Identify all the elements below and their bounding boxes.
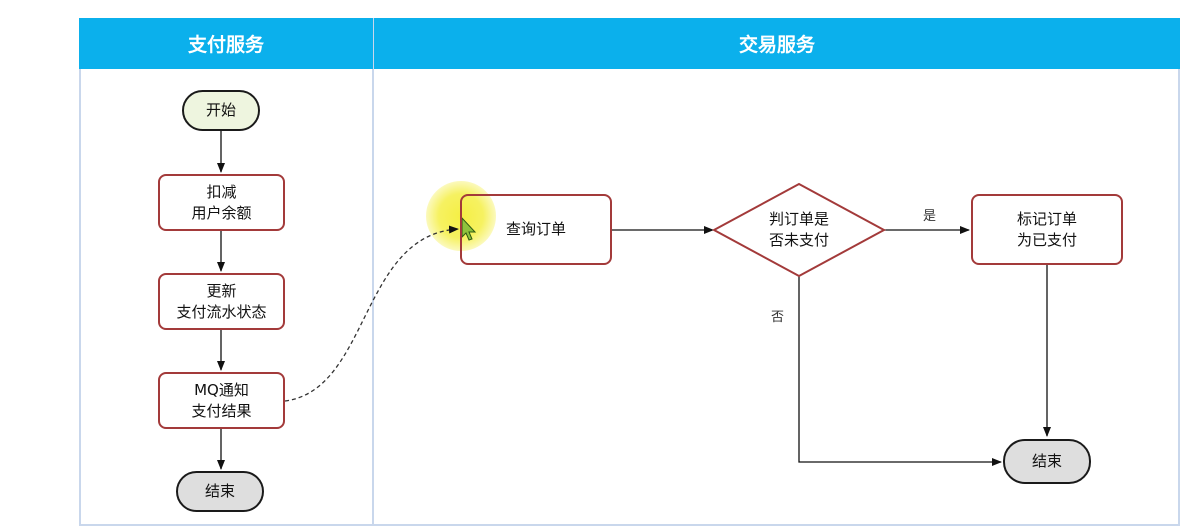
payment-lane-header: 支付服务 <box>79 18 373 69</box>
update-flow-status-node: 更新 支付流水状态 <box>158 273 285 330</box>
trade-end-node: 结束 <box>1003 439 1091 484</box>
edge-check-to-end-no <box>798 276 1002 466</box>
mouse-pointer-icon <box>461 216 477 241</box>
trade-lane-header: 交易服务 <box>374 18 1180 69</box>
deduct-balance-node: 扣减 用户余额 <box>158 174 285 231</box>
mq-notify-node: MQ通知 支付结果 <box>158 372 285 429</box>
yes-edge-label: 是 <box>923 209 937 224</box>
check-unpaid-label: 判订单是 否未支付 <box>768 210 829 249</box>
edge-mq-to-query-dashed <box>284 225 459 402</box>
payment-end-node: 结束 <box>176 471 264 512</box>
query-order-node: 查询订单 <box>460 194 612 265</box>
no-edge-label: 否 <box>771 310 785 325</box>
start-node: 开始 <box>182 90 260 131</box>
decision-diamond <box>711 182 887 278</box>
mark-paid-node: 标记订单 为已支付 <box>971 194 1123 265</box>
